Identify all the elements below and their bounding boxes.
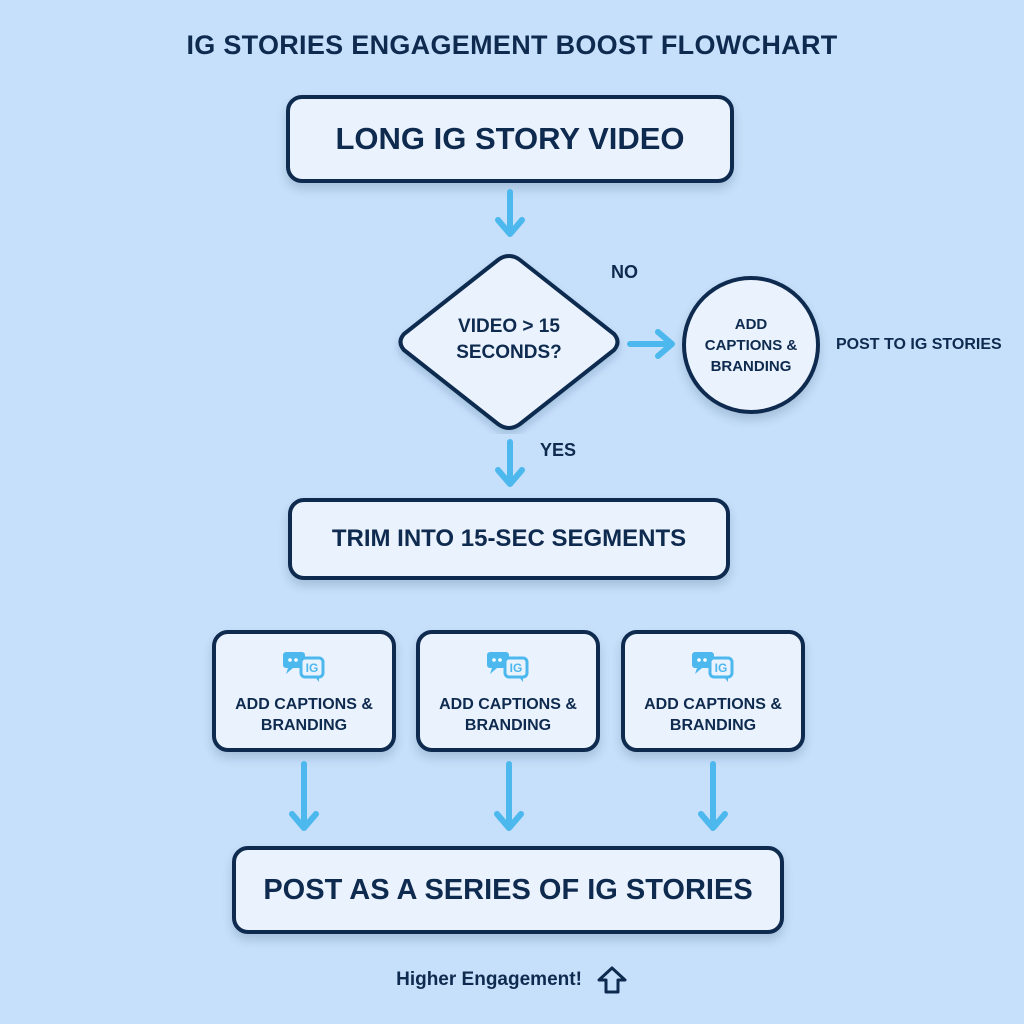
segment-label: ADD CAPTIONS & BRANDING [439,696,577,734]
arrow-segment-2-to-final [494,761,524,831]
no-label: NO [611,262,638,282]
arrow-decision-to-trim [495,439,525,487]
up-arrow-house-icon [597,966,627,994]
decision-diamond [398,254,620,430]
decision-text: VIDEO > 15 SECONDS? [456,316,562,363]
arrow-segment-3-to-final [698,761,728,831]
caption-ig-icon: IG [487,652,529,683]
segment-label: ADD CAPTIONS & BRANDING [644,696,782,734]
diagram-title: IG STORIES ENGAGEMENT BOOST FLOWCHART [186,30,838,60]
arrow-decision-to-no-branch [627,329,675,359]
trim-node: TRIM INTO 15-SEC SEGMENTS [288,498,730,580]
post-to-ig-stories-label: POST TO IG STORIES [836,336,1002,353]
arrow-start-to-decision [495,189,525,237]
caption-ig-icon: IG [283,652,325,683]
segment-node-1: IG ADD CAPTIONS & BRANDING [212,630,396,752]
segment-node-2: IG ADD CAPTIONS & BRANDING [416,630,600,752]
svg-text:IG: IG [306,661,319,675]
segment-label: ADD CAPTIONS & BRANDING [235,696,373,734]
footer: Higher Engagement! [0,965,1024,995]
segment-node-3: IG ADD CAPTIONS & BRANDING [621,630,805,752]
svg-text:IG: IG [715,661,728,675]
footer-text: Higher Engagement! [396,969,582,990]
yes-label: YES [540,440,577,460]
svg-text:IG: IG [510,661,523,675]
arrow-segment-1-to-final [289,761,319,831]
start-node: LONG IG STORY VIDEO [286,95,734,183]
no-branch-node: ADD CAPTIONS & BRANDING [682,276,820,414]
caption-ig-icon: IG [692,652,734,683]
final-node: POST AS A SERIES OF IG STORIES [232,846,784,934]
